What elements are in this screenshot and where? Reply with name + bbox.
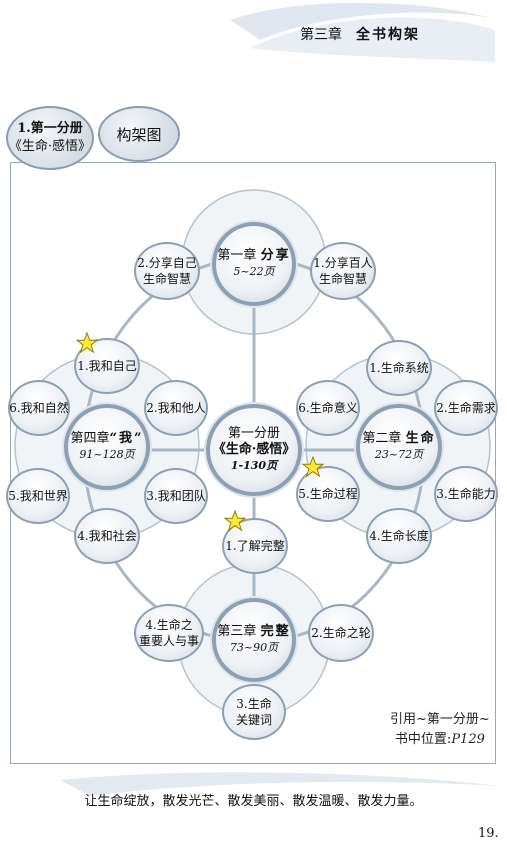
node-life-meaning-label: 6.生命意义 (298, 401, 358, 415)
hub-chapter-two-title: 生命 (405, 431, 436, 446)
node-me-nature: 6.我和自然 (8, 380, 70, 436)
node-share-hundred-line2: 生命智慧 (318, 272, 367, 286)
node-life-length: 4.生命长度 (366, 508, 432, 564)
hub-chapter-one-label: 第一章 (217, 248, 257, 263)
node-whole-people-line2: 重要人与事 (138, 634, 199, 648)
node-share-self-line2: 生命智慧 (142, 272, 191, 286)
hub-chapter-three-label: 第三章 (217, 624, 257, 639)
node-me-team-label: 3.我和团队 (146, 489, 206, 503)
hub-chapter-two: 第二章 生命 23~72页 (356, 404, 442, 490)
node-whole-wheel: 2.生命之轮 (308, 604, 374, 662)
citation-line1: 引用~第一分册~ (390, 712, 490, 727)
node-me-world-label: 5.我和世界 (8, 489, 68, 503)
node-life-ability: 3.生命能力 (434, 466, 498, 522)
chapter-header: 第三章全书构架 (300, 24, 420, 44)
node-whole-people-line1: 4.生命之 (145, 618, 193, 632)
node-life-need-label: 2.生命需求 (436, 401, 496, 415)
hub-volume-center: 第一分册 《生命·感悟》 1-130页 (206, 404, 302, 496)
volume-tag-line2: 《生命·感悟》 (8, 139, 92, 154)
node-whole-understand-label: 1.了解完整 (225, 539, 285, 553)
center-line1: 第一分册 (227, 426, 280, 441)
hub-chapter-two-pages: 23~72页 (374, 448, 424, 461)
chapter-number: 第三章 (300, 27, 342, 43)
footer-swoosh-decoration (60, 772, 500, 796)
node-me-society: 4.我和社会 (74, 508, 140, 564)
footer-slogan: 让生命绽放，散发光芒、散发美丽、散发温暖、散发力量。 (84, 794, 423, 809)
node-life-ability-label: 3.生命能力 (436, 487, 496, 501)
node-life-system: 1.生命系统 (366, 340, 432, 396)
node-life-process-label: 5.生命过程 (298, 487, 358, 501)
chapter-title: 全书构架 (356, 27, 420, 43)
node-whole-keywords: 3.生命关键词 (222, 684, 286, 740)
node-me-society-label: 4.我和社会 (77, 529, 137, 543)
hub-chapter-four: 第四章“我” 91~128页 (64, 404, 150, 490)
hub-chapter-two-label: 第二章 (362, 431, 402, 446)
hub-chapter-three-pages: 73~90页 (229, 641, 279, 654)
hub-chapter-three: 第三章 完整 73~90页 (212, 598, 296, 682)
node-share-self-line1: 2.分享自己 (137, 256, 197, 270)
node-me-self-label: 1.我和自己 (77, 359, 137, 373)
node-share-self: 2.分享自己生命智慧 (134, 242, 200, 300)
hub-chapter-one-title: 分享 (260, 248, 291, 263)
volume-tag: 1.第一分册 《生命·感悟》 (6, 106, 94, 170)
volume-tag-line1: 1.第一分册 (17, 121, 83, 136)
node-whole-people: 4.生命之重要人与事 (134, 604, 204, 662)
node-life-length-label: 4.生命长度 (369, 529, 429, 543)
star-icon (76, 332, 98, 354)
node-whole-keywords-line1: 3.生命 (236, 697, 272, 711)
node-me-others: 2.我和他人 (144, 380, 208, 436)
node-me-others-label: 2.我和他人 (146, 401, 206, 415)
node-life-meaning: 6.生命意义 (296, 380, 360, 436)
node-whole-wheel-label: 2.生命之轮 (311, 626, 371, 640)
hub-chapter-four-label: 第四章 (70, 431, 110, 446)
citation-location-label: 书中位置: (394, 732, 452, 747)
node-life-system-label: 1.生命系统 (369, 361, 429, 375)
node-whole-understand: 1.了解完整 (222, 518, 288, 574)
center-line3: 1-130页 (230, 459, 278, 472)
hub-chapter-one: 第一章 分享 5~22页 (212, 222, 296, 306)
framework-tag: 构架图 (98, 106, 180, 162)
center-line2: 《生命·感悟》 (212, 442, 296, 457)
node-share-hundred: 1.分享百人生命智慧 (310, 242, 376, 300)
star-icon (302, 456, 324, 478)
citation-note: 引用~第一分册~ 书中位置:P129 (390, 710, 490, 750)
hub-chapter-four-title: “我” (109, 431, 144, 446)
page-number: 19. (478, 826, 499, 841)
node-me-world: 5.我和世界 (6, 468, 70, 524)
header-swoosh-decoration (230, 2, 495, 62)
node-life-need: 2.生命需求 (434, 380, 498, 436)
node-me-team: 3.我和团队 (144, 468, 208, 524)
citation-page: P129 (451, 732, 485, 747)
hub-chapter-one-pages: 5~22页 (233, 265, 275, 278)
star-icon (224, 510, 246, 532)
framework-tag-label: 构架图 (116, 125, 162, 144)
hub-chapter-three-title: 完整 (260, 624, 291, 639)
node-share-hundred-line1: 1.分享百人 (313, 256, 373, 270)
node-whole-keywords-line2: 关键词 (235, 713, 272, 727)
hub-chapter-four-pages: 91~128页 (79, 448, 135, 461)
node-me-nature-label: 6.我和自然 (9, 401, 69, 415)
